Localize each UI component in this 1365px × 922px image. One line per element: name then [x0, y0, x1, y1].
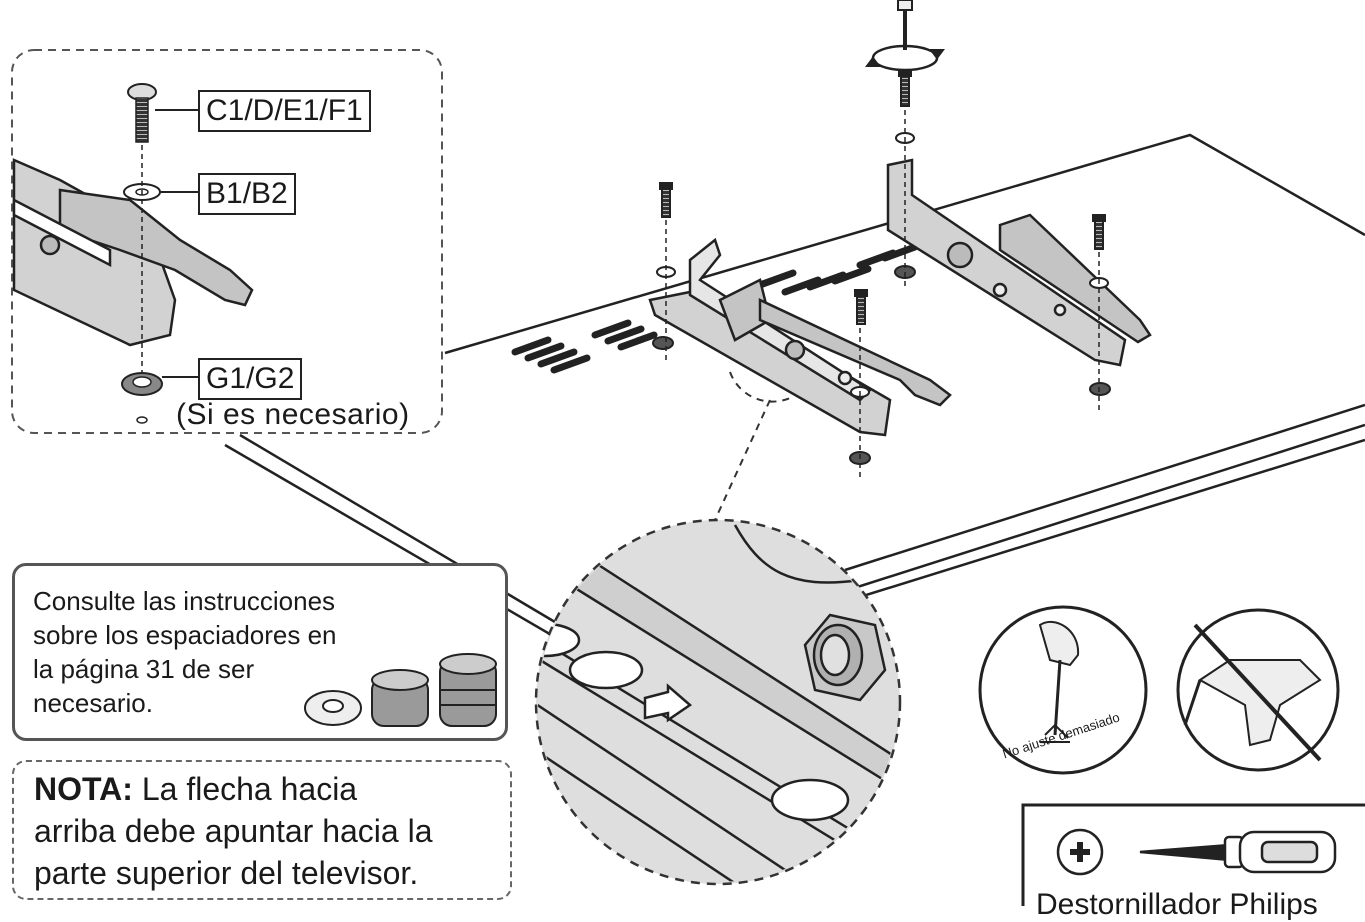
note-line-3: parte superior del televisor.	[34, 855, 419, 891]
screw-label: C1/D/E1/F1	[198, 90, 371, 132]
vent-slots	[511, 243, 919, 374]
hand-screwdriver-icon	[978, 605, 1148, 775]
alignment-lines	[665, 110, 1100, 480]
info-line-4: necesario.	[33, 688, 153, 718]
left-bracket	[648, 237, 952, 437]
info-line-1: Consulte las instrucciones	[33, 586, 336, 616]
note-line-2: arriba debe apuntar hacia la	[34, 813, 433, 849]
note-box: NOTA: La flecha hacia arriba debe apunta…	[12, 760, 512, 900]
zoom-detail-circle	[534, 371, 902, 886]
spacer-label: G1/G2	[198, 358, 303, 400]
note-line-1: La flecha hacia	[141, 771, 358, 807]
hardware-stack	[652, 0, 1111, 465]
note-prefix: NOTA:	[34, 771, 133, 807]
right-bracket	[886, 158, 1152, 367]
info-line-2: sobre los espaciadores en	[33, 620, 337, 650]
phillips-cross-icon	[1056, 828, 1104, 876]
tv-back-panel	[224, 133, 1365, 642]
detail-callout	[11, 49, 443, 434]
tool-name: Destornillador Philips	[1036, 888, 1318, 921]
tool-box	[1021, 803, 1365, 906]
spacer-condition: (Si es necesario)	[176, 398, 410, 431]
screwdriver-icon	[1139, 830, 1337, 874]
spacer-info-box: Consulte las instrucciones sobre los esp…	[12, 563, 508, 741]
no-power-drill-icon	[1176, 608, 1340, 772]
info-line-3: la página 31 de ser	[33, 654, 255, 684]
washer-label: B1/B2	[198, 173, 296, 215]
